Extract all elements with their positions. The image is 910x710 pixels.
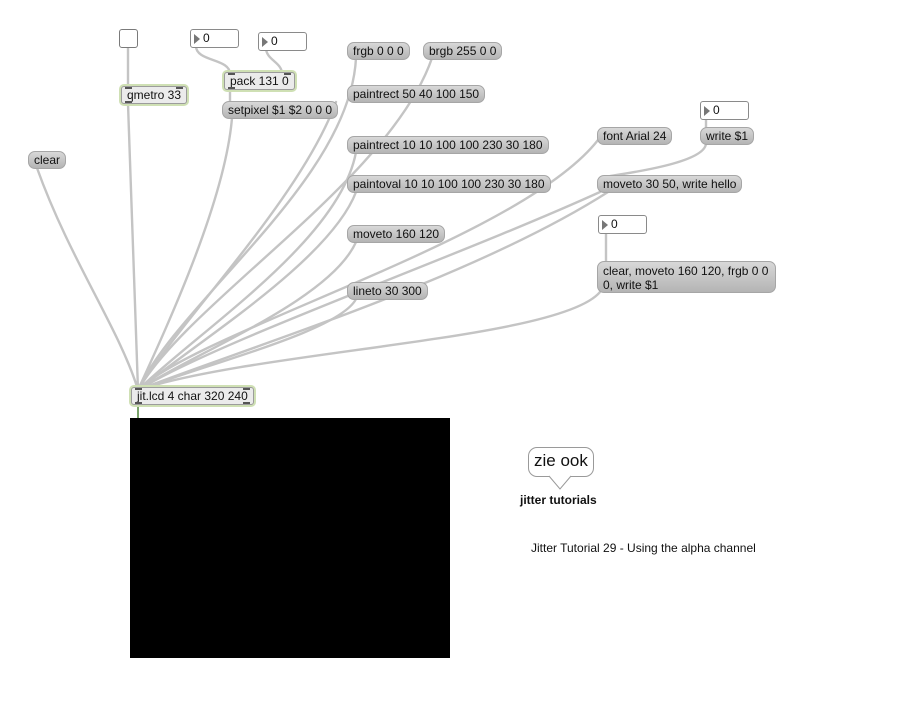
qmetro-object[interactable]: qmetro 33	[121, 86, 188, 104]
toggle[interactable]	[119, 29, 138, 48]
moveto-write-message[interactable]: moveto 30 50, write hello	[597, 175, 743, 193]
paintrect-message-1[interactable]: paintrect 50 40 100 150	[347, 85, 486, 103]
bubble-tail-icon	[548, 475, 572, 490]
number-value: 0	[713, 103, 720, 117]
setpixel-message[interactable]: setpixel $1 $2 0 0 0	[222, 101, 339, 119]
paintoval-message[interactable]: paintoval 10 10 100 100 230 30 180	[347, 175, 551, 193]
cord-clearseq-lcd	[136, 290, 602, 392]
cord-moveto-lcd	[136, 240, 358, 392]
number-triangle-icon	[704, 106, 710, 116]
lcd-display[interactable]	[130, 418, 450, 658]
cord-setpixel-lcd	[136, 116, 234, 392]
pack-object[interactable]: pack 131 0	[224, 72, 295, 90]
frgb-message[interactable]: frgb 0 0 0	[347, 42, 410, 60]
moveto-message[interactable]: moveto 160 120	[347, 225, 446, 243]
cord-lineto-lcd	[136, 297, 358, 392]
object-label: qmetro 33	[127, 88, 182, 102]
paintrect-message-2[interactable]: paintrect 10 10 100 100 230 30 180	[347, 136, 549, 154]
number-triangle-icon	[194, 34, 200, 44]
cord-num-pack-left	[194, 44, 232, 76]
number-triangle-icon	[602, 220, 608, 230]
write-message[interactable]: write $1	[700, 127, 755, 145]
number-box-pack-left[interactable]: 0	[190, 29, 239, 48]
jitter-tutorials-link[interactable]: jitter tutorials	[520, 493, 597, 507]
clear-sequence-message[interactable]: clear, moveto 160 120, frgb 0 0 0, write…	[597, 261, 776, 293]
cord-qmetro-lcd	[126, 102, 140, 392]
cord-paintrect1-lcd	[136, 100, 338, 392]
number-value: 0	[611, 217, 618, 231]
cord-paintrect2-lcd	[136, 150, 358, 392]
cord-clear-lcd	[35, 166, 140, 392]
cord-write-moveto	[608, 141, 708, 178]
number-box-pack-right[interactable]: 0	[258, 32, 307, 51]
number-box-write[interactable]: 0	[700, 101, 749, 120]
cord-paintoval-lcd	[136, 190, 358, 392]
object-label: jit.lcd 4 char 320 240	[137, 389, 248, 403]
tutorial-title-comment: Jitter Tutorial 29 - Using the alpha cha…	[531, 541, 756, 555]
number-value: 0	[203, 31, 210, 45]
cord-num-pack-right	[264, 46, 284, 76]
clear-message[interactable]: clear	[28, 151, 67, 169]
number-box-clear-sequence[interactable]: 0	[598, 215, 647, 234]
number-triangle-icon	[262, 37, 268, 47]
number-value: 0	[271, 34, 278, 48]
lineto-message[interactable]: lineto 30 300	[347, 282, 428, 300]
zie-ook-bubble[interactable]: zie ook	[528, 447, 594, 477]
brgb-message[interactable]: brgb 255 0 0	[423, 42, 503, 60]
object-label: pack 131 0	[230, 74, 289, 88]
jit-lcd-object[interactable]: jit.lcd 4 char 320 240	[131, 387, 254, 405]
font-message[interactable]: font Arial 24	[597, 127, 673, 145]
